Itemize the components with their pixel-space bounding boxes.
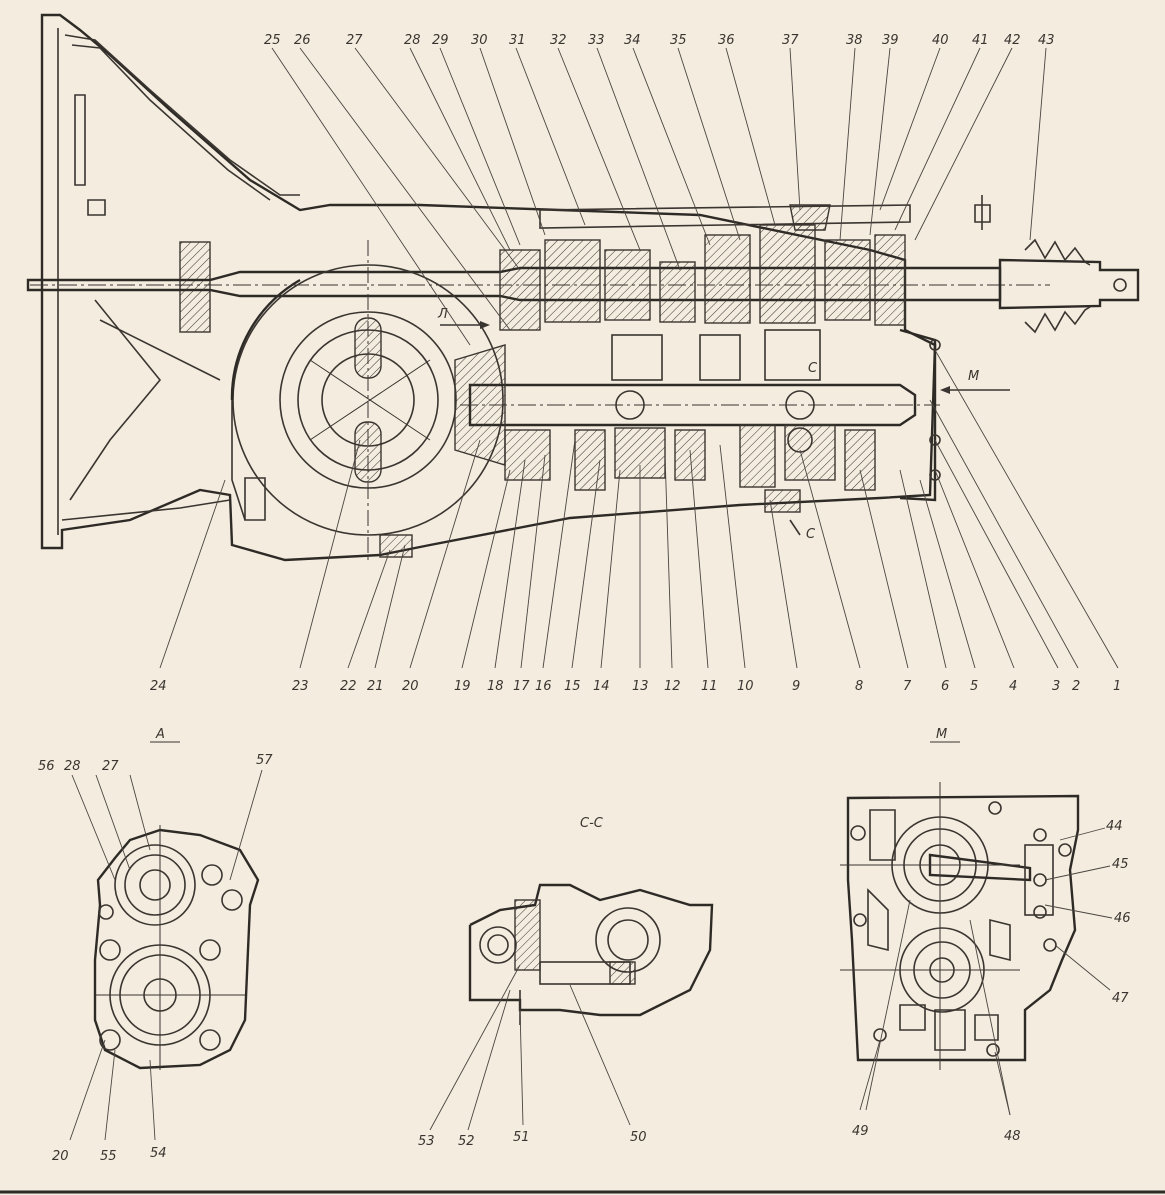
callout-52: 52 <box>458 1134 475 1149</box>
callout-38: 38 <box>846 33 863 48</box>
view-m-lever <box>928 853 1032 882</box>
callout-19: 19 <box>454 679 471 694</box>
bottom-leaders <box>159 349 1119 669</box>
callout-17: 17 <box>513 679 530 694</box>
callout-3: 3 <box>1052 679 1060 694</box>
view-m-housing <box>846 794 1080 1062</box>
callout-28-a: 28 <box>64 759 81 774</box>
view-cc: С-С 53 52 51 50 <box>418 816 714 1149</box>
callout-48: 48 <box>1004 1129 1021 1144</box>
section-c-label-lower: С <box>806 527 816 542</box>
rear-cover <box>899 328 937 502</box>
callout-33: 33 <box>588 33 605 48</box>
callout-43: 43 <box>1038 33 1055 48</box>
bearing-lower <box>504 429 551 481</box>
callout-20-a: 20 <box>52 1149 69 1164</box>
drive-pinion <box>454 344 506 466</box>
view-m: М 44 <box>840 727 1131 1144</box>
callout-23: 23 <box>292 679 309 694</box>
view-a: А 56 28 27 57 20 55 54 <box>38 727 273 1164</box>
callout-56: 56 <box>38 759 55 774</box>
callout-26: 26 <box>294 33 311 48</box>
top-callouts: 25 26 27 28 29 30 31 32 33 34 35 36 37 3… <box>264 33 1055 48</box>
callout-27-a: 27 <box>102 759 119 774</box>
callout-39: 39 <box>882 33 899 48</box>
bearing-upper <box>499 249 541 331</box>
callout-49: 49 <box>852 1124 869 1139</box>
callout-27: 27 <box>346 33 363 48</box>
callout-4: 4 <box>1009 679 1017 694</box>
callout-7: 7 <box>903 679 912 694</box>
view-a-upper-gear <box>114 844 196 926</box>
callout-18: 18 <box>487 679 504 694</box>
callout-29: 29 <box>432 33 449 48</box>
callout-45: 45 <box>1112 857 1129 872</box>
selector-rod <box>539 204 911 229</box>
callout-34: 34 <box>624 33 641 48</box>
gear-set <box>544 224 906 491</box>
callout-47: 47 <box>1112 991 1129 1006</box>
callout-46: 46 <box>1114 911 1131 926</box>
main-section-view: Л М С С <box>26 13 1140 694</box>
callout-22: 22 <box>340 679 357 694</box>
callout-12: 12 <box>664 679 681 694</box>
callout-24: 24 <box>150 679 167 694</box>
section-mark-c-upper: С <box>808 361 818 376</box>
view-a-title: А <box>155 727 165 742</box>
callout-8: 8 <box>855 679 863 694</box>
callout-55: 55 <box>100 1149 117 1164</box>
callout-42: 42 <box>1004 33 1021 48</box>
callout-54: 54 <box>150 1146 167 1161</box>
callout-2: 2 <box>1072 679 1080 694</box>
callout-21: 21 <box>367 679 384 694</box>
output-flange <box>998 258 1140 310</box>
callout-44: 44 <box>1106 819 1123 834</box>
callout-16: 16 <box>535 679 552 694</box>
callout-36: 36 <box>718 33 735 48</box>
top-leaders <box>271 47 1047 346</box>
callout-5: 5 <box>970 679 978 694</box>
callout-37: 37 <box>782 33 799 48</box>
callout-31: 31 <box>509 33 526 48</box>
arrow-l: Л <box>437 307 490 329</box>
callout-30: 30 <box>471 33 488 48</box>
callout-11: 11 <box>701 679 718 694</box>
callout-40: 40 <box>932 33 949 48</box>
callout-57: 57 <box>256 753 273 768</box>
section-c-label-upper: С <box>808 361 818 376</box>
callout-53: 53 <box>418 1134 435 1149</box>
callout-1: 1 <box>1113 679 1121 694</box>
callout-28: 28 <box>404 33 421 48</box>
callout-41: 41 <box>972 33 989 48</box>
arrow-m-label: М <box>968 369 979 384</box>
callout-25: 25 <box>264 33 281 48</box>
callout-51: 51 <box>513 1130 530 1145</box>
callout-9: 9 <box>792 679 800 694</box>
callout-14: 14 <box>593 679 610 694</box>
rubber-boot <box>1024 238 1091 334</box>
callout-6: 6 <box>941 679 949 694</box>
callout-13: 13 <box>632 679 649 694</box>
view-m-title: М <box>936 727 947 742</box>
callout-20: 20 <box>402 679 419 694</box>
callout-35: 35 <box>670 33 687 48</box>
callout-32: 32 <box>550 33 567 48</box>
bell-housing <box>40 13 937 562</box>
section-mark-c-lower: С <box>789 519 816 542</box>
view-cc-title: С-С <box>580 816 604 831</box>
bottom-callouts: 24 23 22 21 20 19 18 17 16 15 14 13 12 1… <box>150 679 1121 694</box>
callout-15: 15 <box>564 679 581 694</box>
arrow-l-label: Л <box>437 307 448 322</box>
arrow-m: М <box>940 369 1010 394</box>
callout-50: 50 <box>630 1130 647 1145</box>
callout-10: 10 <box>737 679 754 694</box>
front-bearing <box>179 241 211 333</box>
